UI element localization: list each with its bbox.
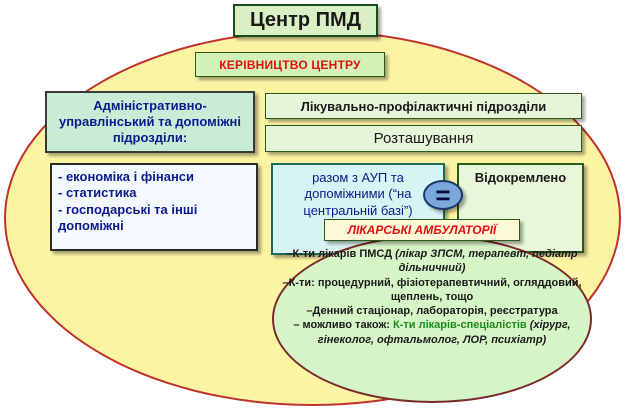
medical-units-box: Лікувально-профілактичні підрозділи: [265, 93, 582, 119]
line-4-italic: (хірург, гінеколог, офтальмолог, ЛОР, пс…: [317, 319, 571, 346]
separate-text: Відокремлено: [474, 170, 567, 185]
title-box: Центр ПМД: [233, 4, 378, 37]
admin-units-heading: Адміністративно-управлінський та допоміж…: [58, 97, 242, 146]
line-4-prefix: – можливо також:: [293, 319, 394, 332]
line-1-italic: (лікар ЗПСМ, терапевт, педіатр дільнични…: [395, 248, 578, 275]
ambulatory-line-3: –Денний стаціонар, лабораторія, реєстрат…: [306, 305, 558, 318]
ambulatory-line-2: –К-ти: процедурний, фізіотерапевтичний, …: [282, 276, 582, 303]
ambulatory-line-1: –К-ти лікарів ПМСД (лікар ЗПСМ, терапевт…: [282, 247, 582, 276]
central-base-text: разом з АУП та допоміжними (“на централь…: [303, 170, 413, 218]
ambulatory-line-4: – можливо також: К-ти лікарів-спеціаліст…: [282, 318, 582, 347]
list-item: - економіка і фінанси: [58, 169, 195, 184]
line-4-green: К-ти лікарів-спеціалістів: [393, 319, 527, 332]
ambulatory-details: –К-ти лікарів ПМСД (лікар ЗПСМ, терапевт…: [282, 247, 582, 397]
list-item: - статистика: [58, 185, 137, 201]
location-box: Розташування: [265, 125, 582, 152]
management-box: КЕРІВНИЦТВО ЦЕНТРУ: [195, 52, 385, 77]
line-1-prefix: –К-ти лікарів ПМСД: [286, 248, 396, 260]
equals-sign: =: [423, 180, 463, 210]
list-item: - господарські та інші допоміжні: [58, 201, 198, 233]
ambulatories-box: ЛІКАРСЬКІ АМБУЛАТОРІЇ: [324, 219, 520, 241]
admin-items-list: - економіка і фінанси - статистика - гос…: [50, 163, 258, 251]
admin-units-box: Адміністративно-управлінський та допоміж…: [45, 91, 255, 153]
